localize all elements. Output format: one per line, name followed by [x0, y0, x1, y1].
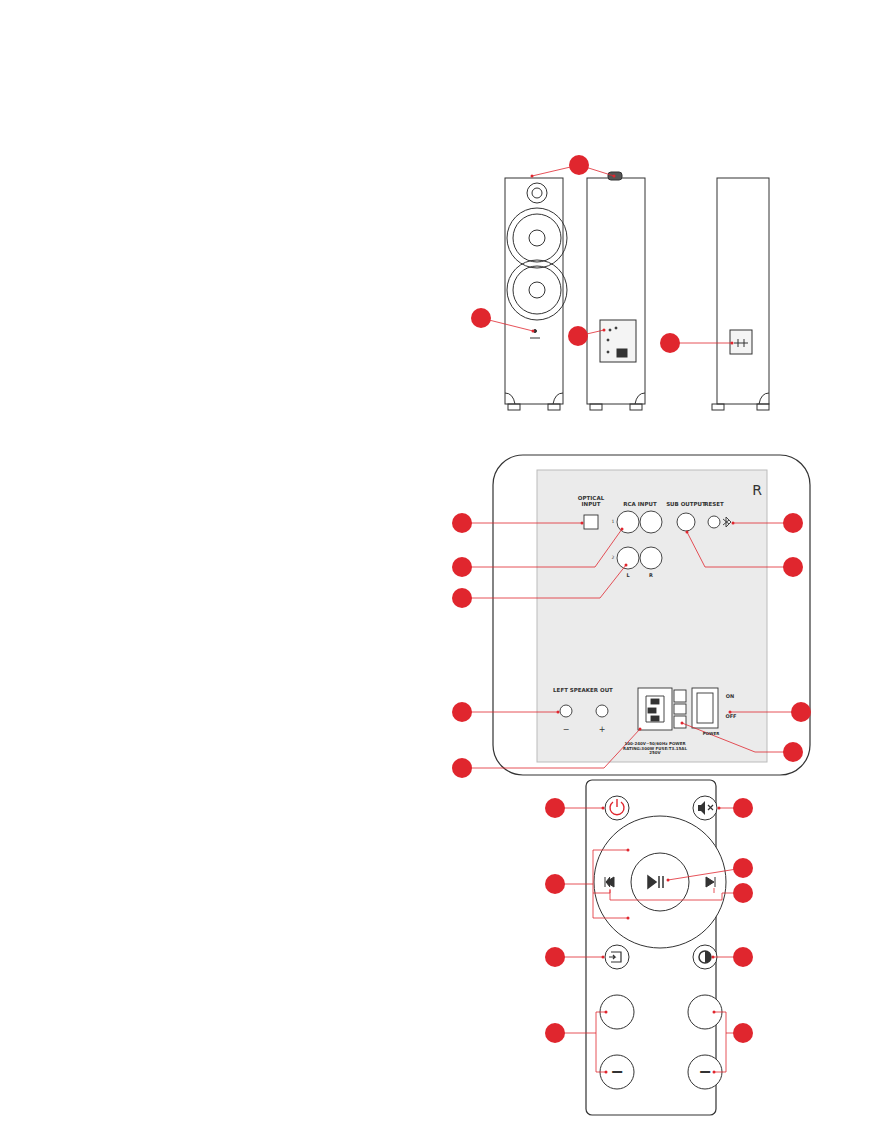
terminal-label: LEFT SPEAKER OUT	[553, 687, 613, 693]
button-symbol: −	[610, 1063, 623, 1081]
port-label: RESET	[704, 501, 723, 507]
power-rating: 100-240V~50/60Hz POWER RATING:300W FUSE:…	[620, 742, 690, 756]
switch-label: OFF	[725, 714, 736, 720]
port-label: SUB OUTPUT	[666, 501, 706, 507]
polarity-mark: +	[599, 725, 606, 734]
switch-label: POWER	[703, 732, 720, 737]
input-number: 1	[612, 519, 615, 524]
channel-letter: R	[649, 573, 653, 579]
channel-mark: R	[752, 482, 762, 498]
port-label: OPTICAL INPUT	[576, 495, 606, 508]
polarity-mark: −	[563, 725, 570, 734]
channel-letter: L	[626, 573, 629, 579]
switch-label: ON	[726, 694, 734, 700]
button-symbol: −	[698, 1063, 711, 1081]
port-label: RCA INPUT	[623, 501, 656, 507]
input-number: 2	[612, 555, 615, 560]
